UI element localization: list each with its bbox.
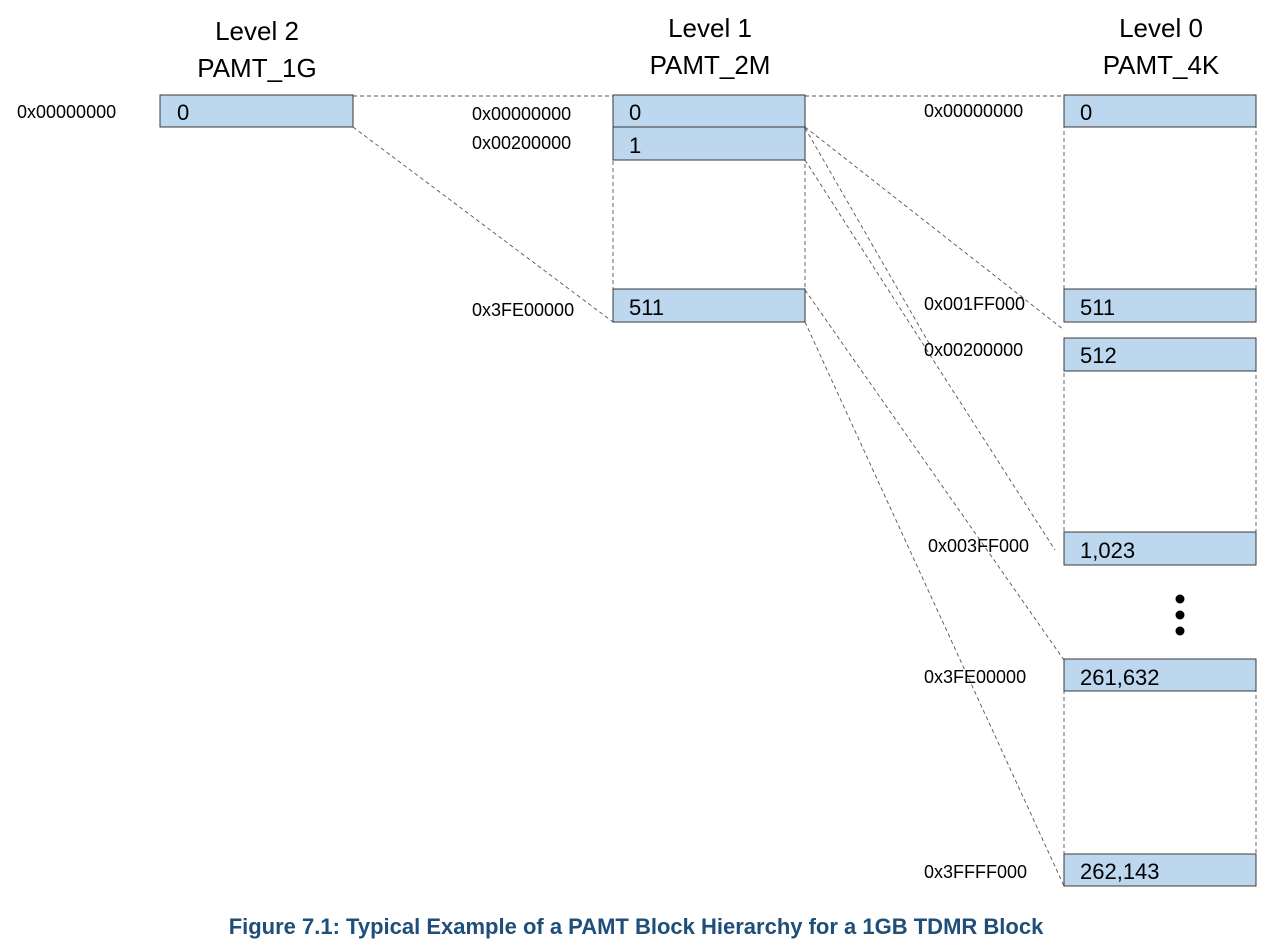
level1-block: [612, 126, 806, 161]
level1-block-label: 511: [629, 295, 664, 320]
level1-block: [612, 288, 806, 323]
level0-block: [1063, 337, 1257, 372]
level0-subtitle: PAMT_4K: [1103, 50, 1220, 80]
level0-block: [1063, 853, 1257, 887]
level1-block-label: 0: [629, 100, 641, 125]
level1-block-address: 0x00000000: [472, 104, 571, 124]
figure-caption: Figure 7.1: Typical Example of a PAMT Bl…: [229, 914, 1044, 939]
level0-block: [1063, 94, 1257, 128]
level0-block-address: 0x3FE00000: [924, 667, 1026, 687]
level0-block-address: 0x3FFFF000: [924, 862, 1027, 882]
connector-l2-bottom: [352, 126, 614, 323]
connector-l1-1-top: [804, 127, 931, 346]
level0-block: [1063, 658, 1257, 692]
level1-block-address: 0x3FE00000: [472, 300, 574, 320]
level1-block: [612, 94, 806, 128]
level0-block-label: 1,023: [1080, 538, 1135, 563]
level0-block-label: 261,632: [1080, 665, 1160, 690]
level1-title: Level 1: [668, 13, 752, 43]
level2-subtitle: PAMT_1G: [197, 53, 316, 83]
level0-gap-box-1: [1063, 126, 1257, 290]
level1-block-label: 1: [629, 133, 641, 158]
level0-title: Level 0: [1119, 13, 1203, 43]
level2-block-address: 0x00000000: [17, 102, 116, 122]
vertical-ellipsis-icon: [1175, 594, 1185, 636]
connector-l1-0-bottom: [804, 126, 1065, 331]
level0-block-label: 262,143: [1080, 859, 1160, 884]
level0-block-label: 511: [1080, 295, 1115, 320]
level0-block: [1063, 531, 1257, 566]
level0-block-address: 0x00000000: [924, 101, 1023, 121]
level1-block-address: 0x00200000: [472, 133, 571, 153]
level0-block-label: 512: [1080, 343, 1117, 368]
level0-block: [1063, 288, 1257, 323]
level0-block-address: 0x001FF000: [924, 294, 1025, 314]
level1-gap-box: [612, 159, 806, 290]
level0-block-label: 0: [1080, 100, 1092, 125]
level2-block: [159, 94, 354, 128]
level0-gap-box-3: [1063, 690, 1257, 855]
level2-title: Level 2: [215, 16, 299, 46]
level0-block-address: 0x003FF000: [928, 536, 1029, 556]
level0-block-address: 0x00200000: [924, 340, 1023, 360]
level0-gap-box-2: [1063, 370, 1257, 533]
level2-block-label: 0: [177, 100, 189, 125]
level1-subtitle: PAMT_2M: [650, 50, 771, 80]
connector-l1-511-bottom: [804, 321, 1065, 887]
connector-l1-511-top: [804, 289, 1065, 661]
connector-l1-1-bottom: [804, 159, 1056, 551]
